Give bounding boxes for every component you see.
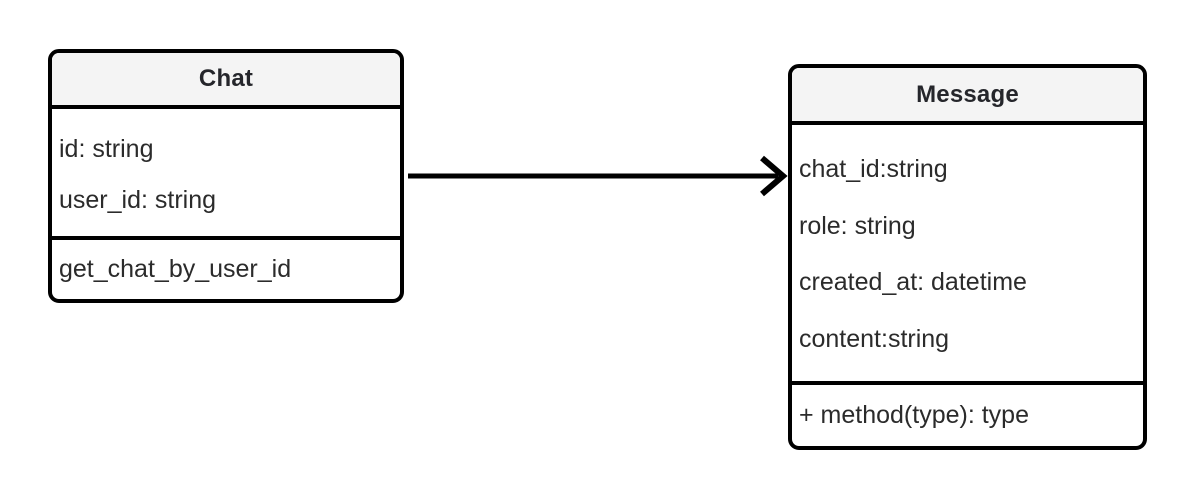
uml-class-header-chat: Chat — [52, 53, 400, 109]
uml-attribute-row: user_id: string — [59, 186, 217, 215]
uml-method-row: get_chat_by_user_id — [59, 255, 292, 284]
uml-class-message[interactable]: Message chat_id:string role: string crea… — [788, 64, 1147, 450]
uml-attribute-row: role: string — [799, 211, 916, 240]
uml-class-header-message: Message — [792, 68, 1143, 125]
uml-attribute-row: id: string — [59, 134, 154, 163]
uml-attributes-section-chat: id: string user_id: string — [52, 109, 400, 240]
uml-methods-section-chat: get_chat_by_user_id — [52, 240, 400, 299]
uml-attribute-row: content:string — [799, 324, 950, 353]
uml-attribute-row: chat_id:string — [799, 155, 948, 184]
uml-attribute-row: created_at: datetime — [799, 268, 1027, 297]
uml-class-name-chat: Chat — [198, 65, 254, 92]
uml-method-row: + method(type): type — [799, 401, 1029, 430]
uml-attributes-section-message: chat_id:string role: string created_at: … — [792, 125, 1143, 385]
association-arrow-icon — [408, 155, 788, 197]
uml-class-chat[interactable]: Chat id: string user_id: string get_chat… — [48, 49, 404, 303]
uml-class-name-message: Message — [916, 80, 1019, 108]
uml-methods-section-message: + method(type): type — [792, 385, 1143, 446]
